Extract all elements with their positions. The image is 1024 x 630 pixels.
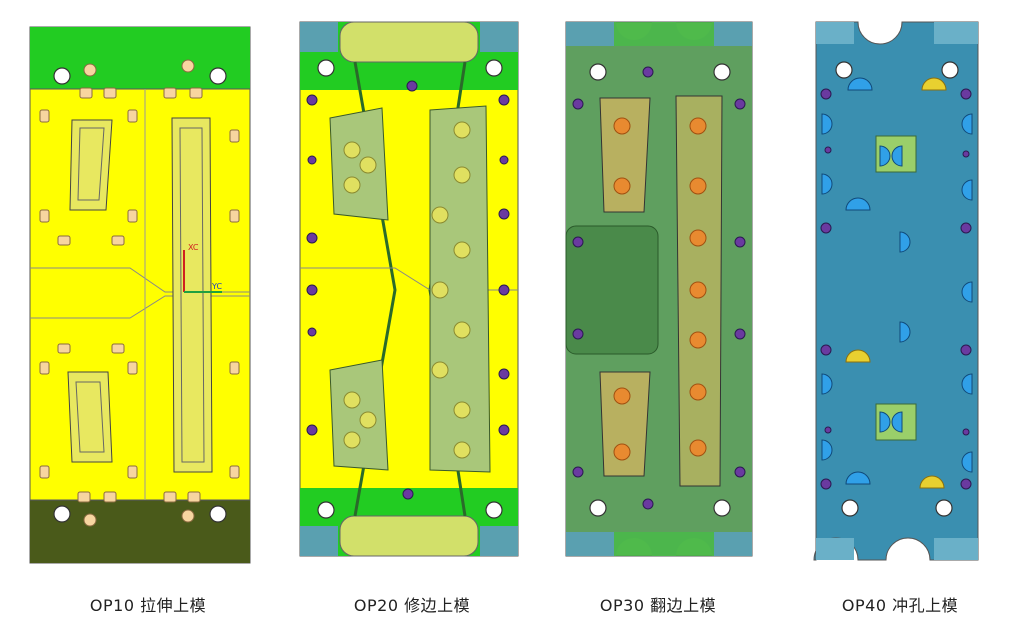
op20-pads [343,121,471,459]
op30-bolts [572,66,746,510]
caption-op20: OP20 修边上模 [353,596,471,615]
op20-left-upper-trim-insert [329,107,389,221]
op40-pierce-punches [821,77,973,485]
op10-pads [39,87,240,503]
op40-die-body [813,21,979,561]
op30-center-block [565,225,659,355]
op30-pads [613,117,707,461]
op30-lower-flange-insert [599,371,651,477]
op10-left-lower-pocket [67,371,113,463]
caption-op10: OP10 拉伸上模 [89,596,207,615]
op40-bolts [820,88,972,490]
op30-die-body [565,21,753,557]
op10-pins [83,59,195,527]
op10-left-upper-pocket [69,119,113,211]
op20-die-body [299,21,519,557]
op20-bolts [306,80,510,500]
caption-op30: OP30 翻边上模 [599,596,717,615]
op20-guide-holes [317,59,503,519]
op20-long-trim-insert [429,105,491,473]
caption-op40: OP40 冲孔上模 [841,596,959,615]
axis-label-xc: XC [188,243,199,252]
op30-upper-flange-insert [599,97,651,213]
op10-axis-triad: XC YC [183,243,222,293]
op30-guide-holes [589,63,731,517]
op10-long-center-pocket [171,117,213,473]
op10-guide-holes [53,67,227,523]
op10-die-body: XC YC [29,26,251,564]
op40-yellow-punches [845,77,947,489]
axis-label-yc: YC [211,282,222,291]
op40-guide-holes [835,61,959,517]
